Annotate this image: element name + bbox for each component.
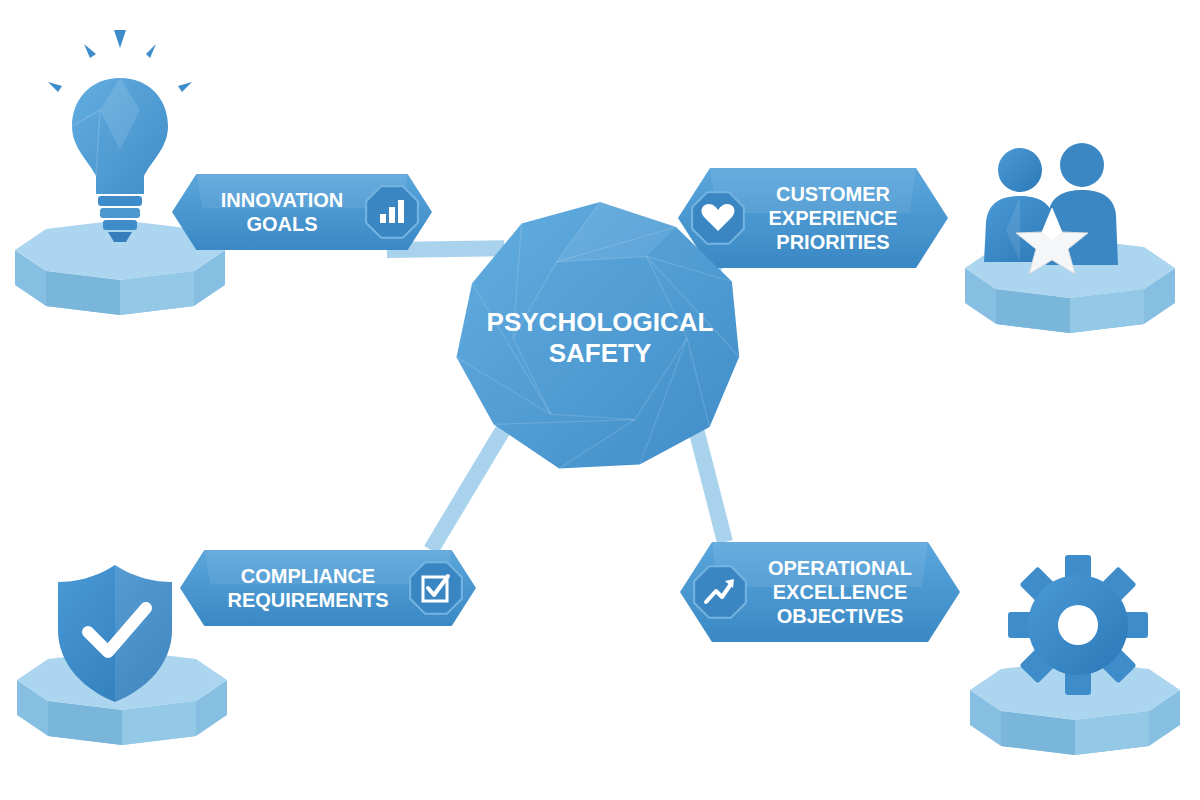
goal-banner: OPERATIONAL EXCELLENCE OBJECTIVES xyxy=(680,542,960,642)
banner-shape xyxy=(678,168,948,268)
banner-label: INNOVATION GOALS xyxy=(212,188,352,236)
hub-shape xyxy=(456,202,739,468)
goal-banner: CUSTOMER EXPERIENCE PRIORITIES xyxy=(678,168,948,268)
badge-icon xyxy=(366,186,418,238)
banner-shape xyxy=(680,542,960,642)
badge-icon xyxy=(694,566,746,618)
lightbulb-icon xyxy=(48,30,192,242)
node-shape xyxy=(172,174,432,250)
badge-icon xyxy=(692,192,744,244)
connector xyxy=(696,428,725,542)
gear-icon xyxy=(1008,555,1148,695)
banner-shape xyxy=(172,174,432,250)
people-icon xyxy=(984,143,1118,274)
goal-banner: COMPLIANCE REQUIREMENTS xyxy=(180,550,476,626)
banner-label: OPERATIONAL EXCELLENCE OBJECTIVES xyxy=(760,556,920,628)
node-shape xyxy=(180,550,476,626)
banner-label: CUSTOMER EXPERIENCE PRIORITIES xyxy=(758,182,908,254)
banner-shape xyxy=(180,550,476,626)
goal-banner: INNOVATION GOALS xyxy=(172,174,432,250)
banner-label: COMPLIANCE REQUIREMENTS xyxy=(220,564,396,612)
hub-label: PSYCHOLOGICAL SAFETY xyxy=(475,307,725,369)
badge-icon xyxy=(410,562,462,614)
hub-highlight xyxy=(557,202,677,262)
shield-icon xyxy=(58,565,172,702)
hub-node: PSYCHOLOGICAL SAFETY xyxy=(455,202,745,474)
connector xyxy=(431,428,504,550)
hub-facets xyxy=(456,202,739,468)
